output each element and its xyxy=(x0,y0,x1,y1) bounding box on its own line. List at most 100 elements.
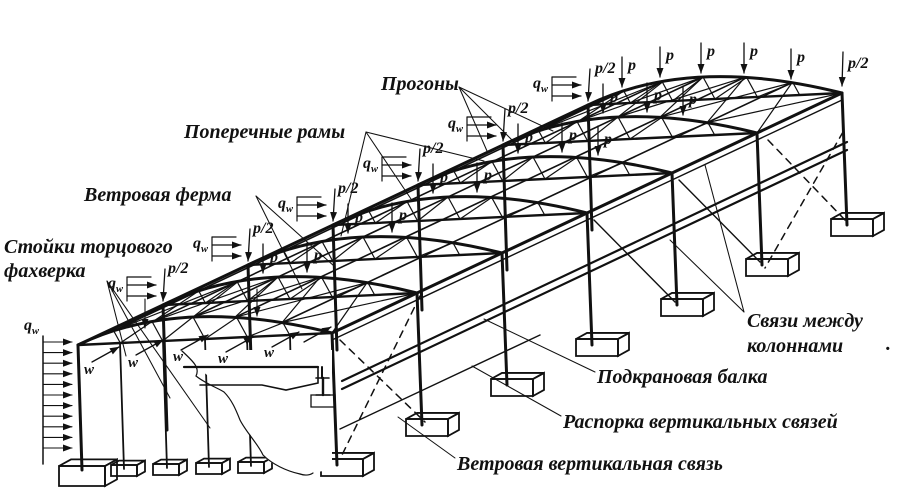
torn-sketch-patch xyxy=(182,350,332,474)
roof-brace-diagonal xyxy=(152,289,201,322)
far-eave-edge xyxy=(331,99,843,341)
foundation-block xyxy=(702,291,715,318)
truss-web xyxy=(501,202,539,218)
load-label-qw: qw xyxy=(363,155,379,175)
load-label-qw: qw xyxy=(533,75,549,95)
leader-line xyxy=(483,318,596,373)
foundation-block xyxy=(490,378,534,397)
truss-web xyxy=(374,236,408,260)
truss-web xyxy=(502,156,534,182)
load-label-qw: qw xyxy=(278,195,294,215)
leader-line xyxy=(340,131,367,237)
snow-load-labels-p-half: p/2 p/2 p/2 p/2 p/2 p/2 p/2 xyxy=(166,55,868,277)
truss-web xyxy=(661,80,674,102)
truss-web xyxy=(661,116,673,138)
front-column xyxy=(586,103,594,232)
truss-web xyxy=(714,76,748,100)
load-label-qw: qw xyxy=(193,235,209,255)
post-foundation-block xyxy=(221,457,231,476)
load-label-p-half: p/2 xyxy=(506,100,528,117)
leader-line xyxy=(365,131,412,200)
front-column xyxy=(331,223,339,352)
load-label-qw: qw xyxy=(24,317,40,337)
load-label-p: p xyxy=(482,167,492,184)
post-foundation-block xyxy=(178,458,188,477)
truss-web xyxy=(362,236,376,260)
foundation-block xyxy=(872,211,885,238)
truss-web xyxy=(459,252,503,256)
truss-web xyxy=(491,160,504,182)
front-column xyxy=(501,143,509,272)
truss-web xyxy=(702,76,716,100)
truss-web xyxy=(204,280,238,304)
back-column xyxy=(415,291,424,427)
load-label-p-half: p/2 xyxy=(846,55,868,72)
truss-web xyxy=(453,170,461,184)
load-label-p-half: p/2 xyxy=(166,260,188,277)
truss-web xyxy=(374,292,418,296)
leader-line xyxy=(365,131,485,162)
truss-web xyxy=(236,280,249,302)
load-label-w: w xyxy=(84,362,95,378)
truss-web xyxy=(459,160,493,184)
near-eave-line xyxy=(76,103,590,347)
roof-brace-diagonal xyxy=(659,76,704,118)
truss-web xyxy=(452,242,461,256)
label-end-wall-posts-line2: фахверка xyxy=(4,260,86,282)
leader-line xyxy=(106,280,171,399)
label-wind-vertical-brace: Ветровая вертикальная связь xyxy=(456,453,723,475)
front-column xyxy=(76,343,84,472)
crane-beam-line xyxy=(340,148,849,391)
foundation-block xyxy=(104,457,118,488)
load-label-p: p xyxy=(602,131,612,148)
roof-brace-diagonal xyxy=(192,280,240,318)
truss-web xyxy=(587,116,619,142)
truss-web xyxy=(192,316,206,340)
end-wall-post xyxy=(119,342,125,470)
truss-web xyxy=(799,92,843,96)
label-vertical-brace-strut: Распорка вертикальных связей xyxy=(562,411,838,433)
load-label-p-half: p/2 xyxy=(421,140,443,157)
label-wind-truss: Ветровая ферма xyxy=(83,184,232,206)
roof-brace-diagonal xyxy=(331,282,368,334)
truss-web xyxy=(586,162,624,178)
leader-line xyxy=(471,365,562,417)
leader-line xyxy=(255,195,335,267)
leader-line xyxy=(458,86,488,152)
load-label-p: p xyxy=(664,47,674,64)
p-half-arrow xyxy=(585,68,593,102)
truss-web xyxy=(707,122,716,136)
foundation-block xyxy=(660,298,704,317)
foundation-block xyxy=(617,331,630,358)
load-label-p: p xyxy=(268,249,278,266)
truss-web xyxy=(629,172,673,176)
back-column xyxy=(755,131,764,267)
foundation-block xyxy=(830,218,874,237)
truss-web xyxy=(162,316,194,342)
load-label-p: p xyxy=(626,57,636,74)
leader-line xyxy=(255,195,303,290)
truss-web xyxy=(459,196,493,220)
truss-web xyxy=(671,122,709,138)
label-column-braces-line1: Связи между xyxy=(747,310,863,332)
load-label-p: p xyxy=(608,89,618,106)
load-label-p: p xyxy=(438,169,448,186)
truss-web xyxy=(623,90,631,104)
load-label-w: w xyxy=(173,349,184,365)
truss-web xyxy=(113,330,121,344)
load-label-p: p xyxy=(795,49,805,66)
truss-web xyxy=(576,156,588,178)
roof-brace-diagonal xyxy=(617,80,665,118)
leader-line xyxy=(458,86,554,132)
truss-web xyxy=(714,132,758,136)
back-column xyxy=(585,211,594,347)
truss-web xyxy=(416,242,454,258)
load-label-p: p xyxy=(397,207,407,224)
load-label-w: w xyxy=(218,351,229,367)
label-stray-period: . xyxy=(886,333,891,355)
truss-web xyxy=(622,162,631,176)
load-label-qw: qw xyxy=(108,275,124,295)
truss-web xyxy=(617,116,631,140)
truss-web xyxy=(151,320,164,342)
wind-load-labels-qw: qw qw qw qw qw qw qw xyxy=(24,75,549,337)
